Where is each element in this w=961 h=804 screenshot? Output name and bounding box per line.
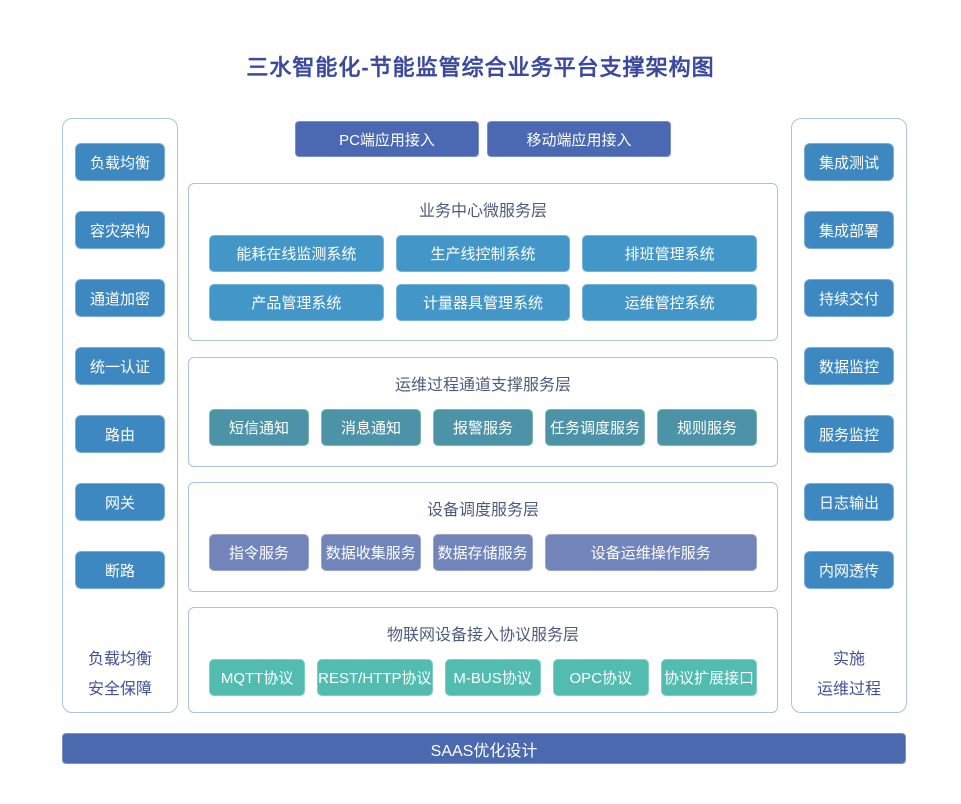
service-box-message-notify: 消息通知	[321, 409, 421, 446]
right-panel-caption-line2: 运维过程	[816, 681, 881, 698]
page-title: 三水智能化-节能监管综合业务平台支撑架构图	[246, 55, 715, 80]
section-row: 产品管理系统 计量器具管理系统 运维管控系统	[189, 284, 777, 321]
section-device-scheduling-layer: 设备调度服务层 指令服务 数据收集服务 数据存储服务 设备运维操作服务	[188, 482, 778, 592]
service-box-ops-control: 运维管控系统	[582, 284, 758, 321]
left-panel-caption-line1: 负载均衡	[87, 651, 152, 668]
section-row: 指令服务 数据收集服务 数据存储服务 设备运维操作服务	[189, 534, 777, 571]
saas-footer-bar: SAAS优化设计	[62, 733, 906, 764]
service-box-device-ops-operation: 设备运维操作服务	[544, 534, 757, 571]
left-panel-caption-line2: 安全保障	[87, 681, 152, 698]
section-title: 业务中心微服务层	[418, 203, 547, 220]
right-capability-panel: 集成测试 集成部署 持续交付 数据监控 服务监控 日志输出 内网透传 实施 运维…	[791, 118, 907, 713]
left-panel-box-disaster-recovery: 容灾架构	[75, 211, 165, 249]
section-title: 设备调度服务层	[426, 502, 539, 519]
pc-access-node: PC端应用接入	[295, 121, 479, 157]
left-panel-box-routing: 路由	[75, 415, 165, 453]
protocol-box-rest-http: REST/HTTP协议	[317, 659, 433, 696]
service-box-product-management: 产品管理系统	[209, 284, 384, 321]
right-panel-box-continuous-delivery: 持续交付	[804, 279, 894, 317]
left-panel-caption: 负载均衡 安全保障	[88, 645, 152, 705]
service-box-data-collection: 数据收集服务	[320, 534, 421, 571]
left-panel-box-load-balance: 负载均衡	[75, 143, 165, 181]
service-box-energy-monitoring: 能耗在线监测系统	[209, 235, 384, 272]
right-panel-box-integration-test: 集成测试	[804, 143, 894, 181]
protocol-box-mbus: M-BUS协议	[444, 659, 541, 696]
protocol-box-mqtt: MQTT协议	[209, 659, 306, 696]
right-panel-caption: 实施 运维过程	[817, 645, 881, 705]
right-panel-box-service-monitor: 服务监控	[804, 415, 894, 453]
service-box-alarm-service: 报警服务	[433, 409, 533, 446]
section-title: 物联网设备接入协议服务层	[386, 627, 579, 644]
section-ops-channel-support-layer: 运维过程通道支撑服务层 短信通知 消息通知 报警服务 任务调度服务 规则服务	[188, 357, 778, 467]
section-row: MQTT协议 REST/HTTP协议 M-BUS协议 OPC协议 协议扩展接口	[189, 659, 777, 696]
protocol-box-extension-interface: 协议扩展接口	[660, 659, 758, 696]
section-title: 运维过程通道支撑服务层	[394, 377, 571, 394]
section-iot-protocol-layer: 物联网设备接入协议服务层 MQTT协议 REST/HTTP协议 M-BUS协议 …	[188, 607, 778, 713]
right-panel-caption-line1: 实施	[832, 651, 865, 668]
section-row: 短信通知 消息通知 报警服务 任务调度服务 规则服务	[189, 409, 777, 446]
service-box-command-service: 指令服务	[209, 534, 309, 571]
protocol-box-opc: OPC协议	[552, 659, 649, 696]
left-capability-panel: 负载均衡 容灾架构 通道加密 统一认证 路由 网关 断路 负载均衡 安全保障	[62, 118, 178, 713]
right-panel-box-integration-deploy: 集成部署	[804, 211, 894, 249]
left-panel-box-unified-auth: 统一认证	[75, 347, 165, 385]
right-panel-box-data-monitor: 数据监控	[804, 347, 894, 385]
section-business-microservice-layer: 业务中心微服务层 能耗在线监测系统 生产线控制系统 排班管理系统 产品管理系统 …	[188, 183, 778, 341]
left-panel-box-circuit-break: 断路	[75, 551, 165, 589]
right-panel-box-log-output: 日志输出	[804, 483, 894, 521]
service-box-task-scheduling: 任务调度服务	[545, 409, 645, 446]
left-panel-box-gateway: 网关	[75, 483, 165, 521]
mobile-access-node: 移动端应用接入	[487, 121, 671, 157]
app-access-row: PC端应用接入 移动端应用接入	[188, 121, 778, 157]
right-panel-box-intranet-passthrough: 内网透传	[804, 551, 894, 589]
service-box-metering-instrument-management: 计量器具管理系统	[395, 284, 571, 321]
left-panel-box-channel-encryption: 通道加密	[75, 279, 165, 317]
service-box-sms-notify: 短信通知	[209, 409, 309, 446]
service-box-shift-management: 排班管理系统	[582, 235, 758, 272]
service-box-rule-service: 规则服务	[657, 409, 757, 446]
service-box-production-line-control: 生产线控制系统	[395, 235, 571, 272]
section-row: 能耗在线监测系统 生产线控制系统 排班管理系统	[189, 235, 777, 272]
service-box-data-storage: 数据存储服务	[432, 534, 533, 571]
